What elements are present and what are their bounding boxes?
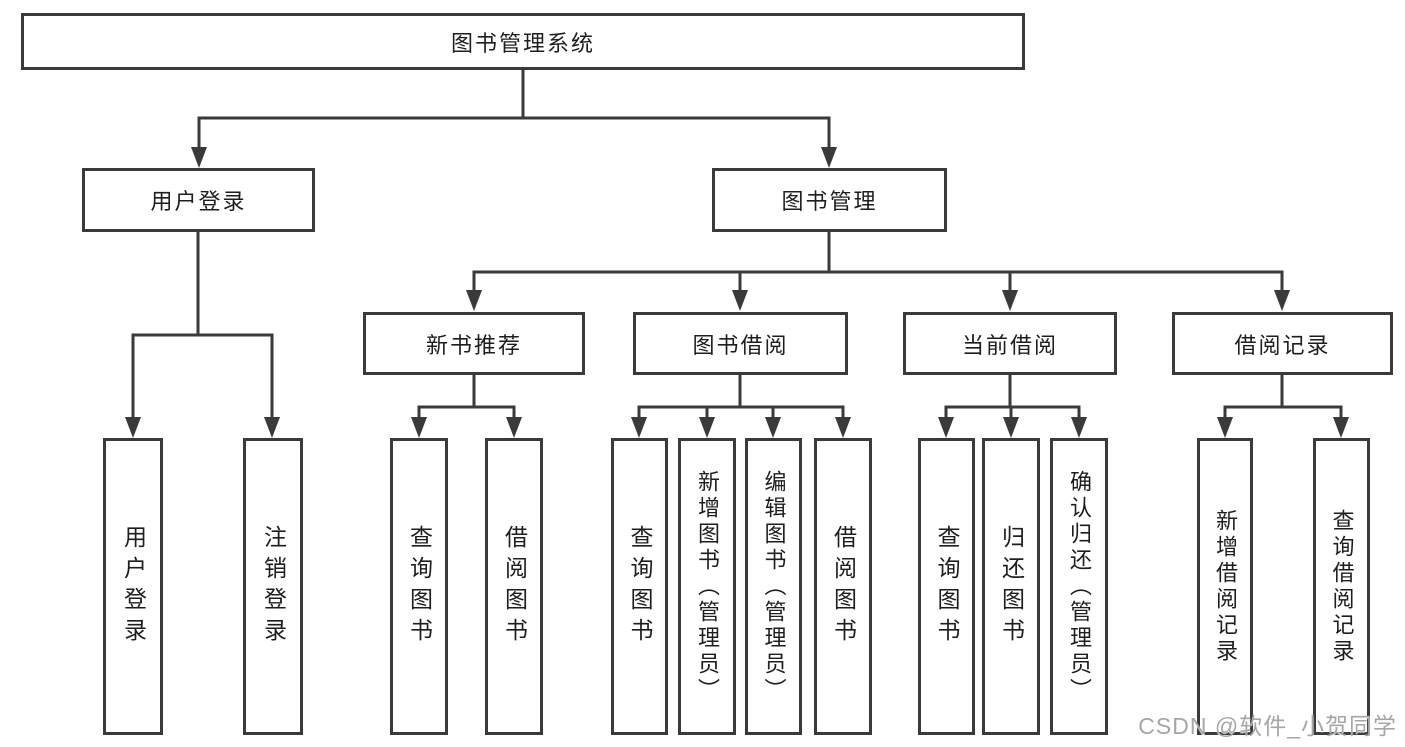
leaf-edit-books-admin: 编辑图书（管理员）	[745, 438, 802, 735]
leaf-add-books-admin: 新增图书（管理员）	[678, 438, 736, 735]
leaf-borrow-books-recommend: 借阅图书	[485, 438, 543, 735]
leaf-borrow-books: 借阅图书	[814, 438, 872, 735]
csdn-watermark: CSDN @软件_小贺同学	[1138, 713, 1397, 739]
leaf-confirm-return-admin: 确认归还（管理员）	[1050, 438, 1108, 735]
node-user-login: 用户登录	[82, 168, 315, 232]
node-new-book-recommend: 新书推荐	[363, 312, 585, 375]
arrowhead-group	[125, 147, 1349, 438]
node-current-borrow: 当前借阅	[903, 312, 1117, 375]
leaf-add-borrow-record: 新增借阅记录	[1197, 438, 1253, 735]
node-borrow-records: 借阅记录	[1172, 312, 1393, 375]
leaf-query-books-borrow: 查询图书	[611, 438, 668, 735]
leaf-query-books-current: 查询图书	[918, 438, 975, 735]
leaf-query-borrow-record: 查询借阅记录	[1313, 438, 1370, 735]
node-root: 图书管理系统	[21, 13, 1025, 70]
leaf-query-books-recommend: 查询图书	[390, 438, 448, 735]
leaf-user-login: 用户登录	[103, 438, 163, 735]
node-book-management: 图书管理	[712, 168, 947, 232]
leaf-logout-login: 注销登录	[243, 438, 303, 735]
node-book-borrow: 图书借阅	[633, 312, 848, 375]
leaf-return-books: 归还图书	[982, 438, 1040, 735]
